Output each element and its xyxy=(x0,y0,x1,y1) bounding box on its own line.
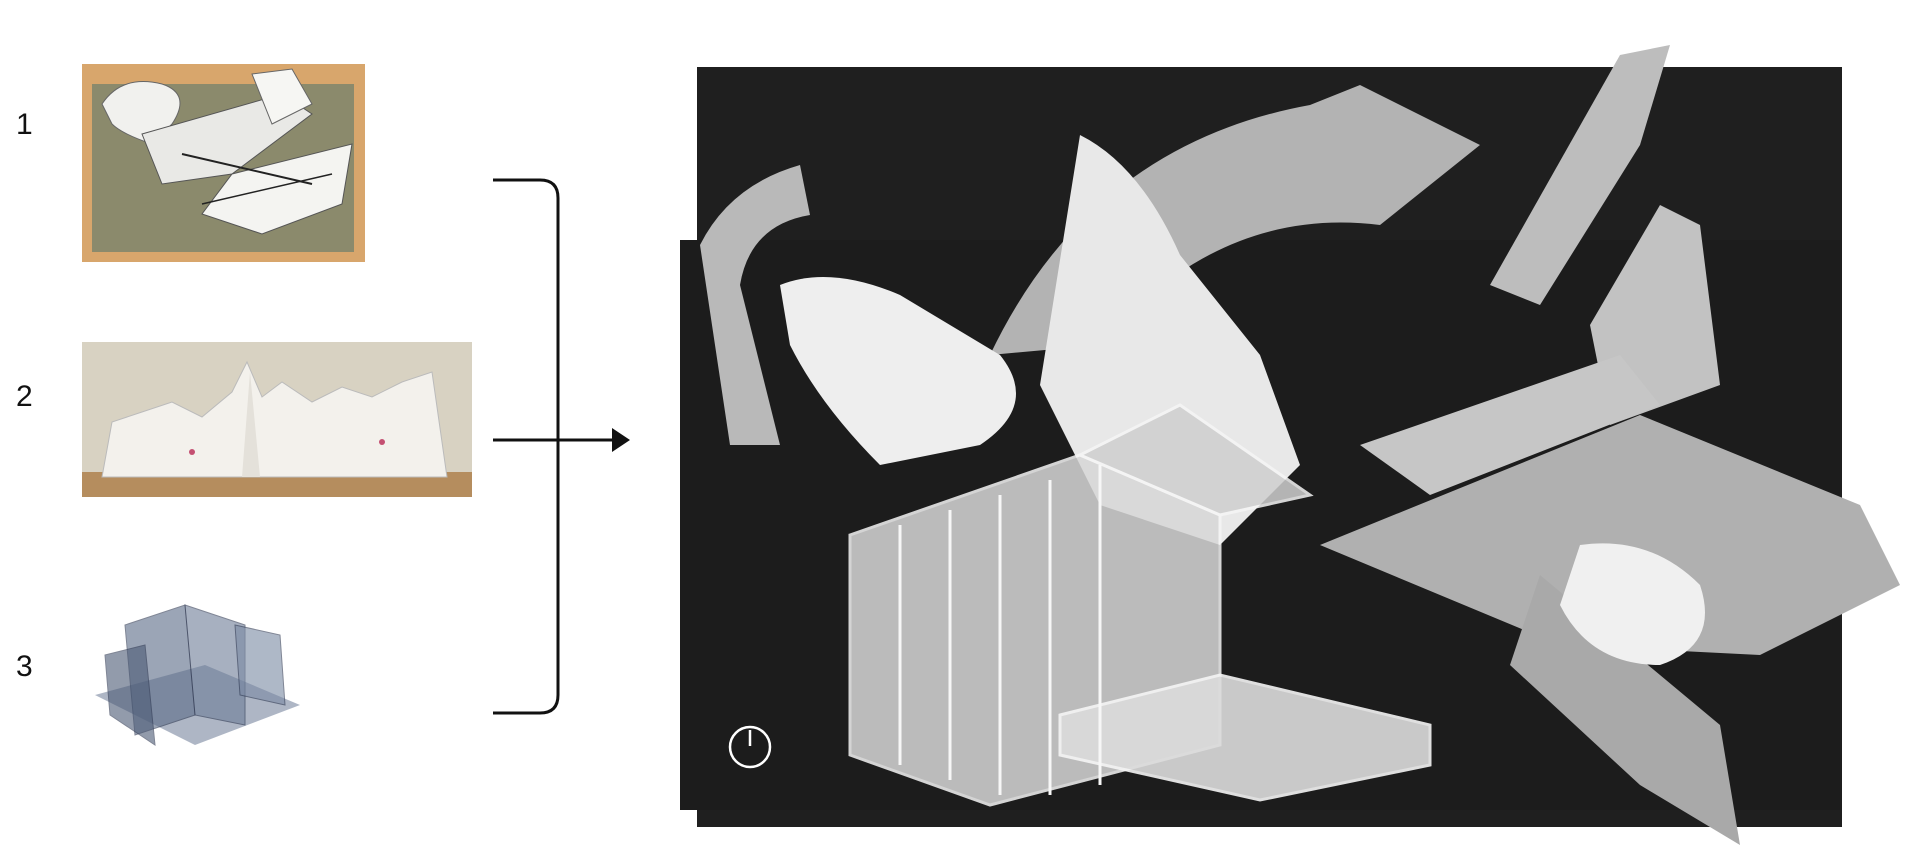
label-2: 2 xyxy=(16,380,33,413)
combined-model-photo xyxy=(660,25,1921,867)
clay-model-photo xyxy=(82,342,472,497)
label-3: 3 xyxy=(16,650,33,683)
paper-model-photo xyxy=(82,64,365,262)
power-icon xyxy=(728,725,772,769)
label-1: 1 xyxy=(16,108,33,141)
acrylic-model-photo xyxy=(85,595,310,785)
